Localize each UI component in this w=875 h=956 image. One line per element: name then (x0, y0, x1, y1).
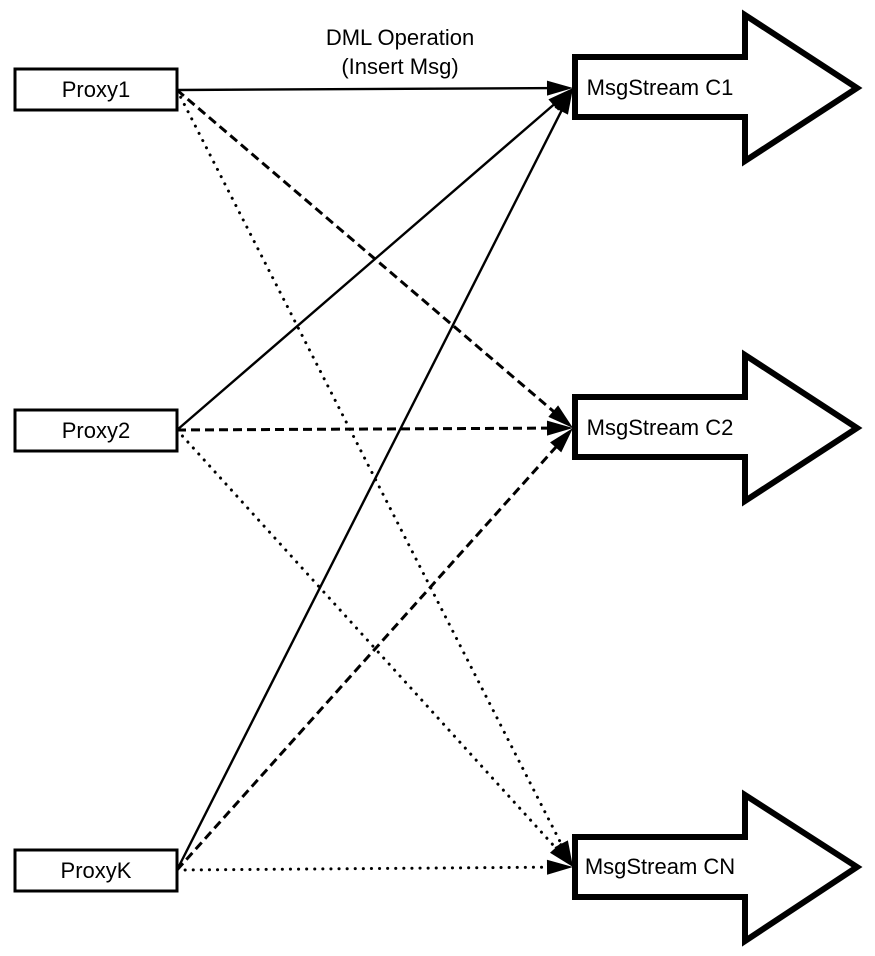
proxy-node-proxy1[interactable]: Proxy1 (13, 67, 179, 112)
annotation-line-2: (Insert Msg) (341, 54, 458, 79)
block-arrow-shape[interactable] (572, 349, 863, 507)
edge-proxy1-to-c2 (176, 88, 560, 417)
arrowhead-proxyk-to-c1 (554, 88, 573, 115)
msgstream-label: MsgStream C2 (587, 415, 734, 440)
msgstream-node-c1[interactable]: MsgStream C1 (572, 9, 863, 167)
edge-proxy1-to-c1 (176, 86, 555, 92)
edge-proxy1-to-cn (175, 88, 566, 852)
edge-proxyk-to-c1 (175, 104, 566, 871)
block-arrow-shape[interactable] (572, 9, 863, 167)
block-arrow-shape[interactable] (572, 789, 863, 947)
msgstream-label: MsgStream CN (585, 854, 735, 879)
msgstream-nodes-group: MsgStream C1 MsgStream C2 MsgStream CN (572, 9, 863, 947)
arrowhead-proxyk-to-cn (546, 859, 573, 875)
annotation-line-1: DML Operation (326, 25, 474, 50)
arrowhead-proxy2-to-c2 (546, 420, 573, 436)
edge-proxy2-to-c1 (176, 99, 560, 431)
msgstream-node-cn[interactable]: MsgStream CN (572, 789, 863, 947)
proxy-nodes-group: Proxy1 Proxy2 ProxyK (13, 67, 179, 893)
edge-proxyk-to-cn (175, 865, 556, 872)
edge-proxy2-to-c2 (176, 426, 555, 432)
proxy-box[interactable] (13, 848, 179, 893)
arrowhead-proxy2-to-cn (549, 842, 573, 867)
proxy-node-proxyk[interactable]: ProxyK (13, 848, 179, 893)
arrowhead-proxy2-to-c1 (548, 88, 573, 111)
arrowhead-proxyk-to-c2 (550, 428, 573, 453)
edges-layer (175, 86, 566, 872)
msgstream-label: MsgStream C1 (587, 75, 734, 100)
dml-operation-annotation: DML Operation (Insert Msg) (326, 25, 474, 79)
arrowhead-proxy1-to-c1 (546, 80, 573, 96)
proxy-label: ProxyK (61, 858, 132, 883)
proxy-label: Proxy1 (62, 77, 130, 102)
proxy-box[interactable] (13, 67, 179, 112)
msgstream-node-c2[interactable]: MsgStream C2 (572, 349, 863, 507)
arrowhead-proxy1-to-c2 (548, 405, 573, 428)
proxy-label: Proxy2 (62, 418, 130, 443)
edge-proxyk-to-c2 (175, 440, 562, 872)
proxy-node-proxy2[interactable]: Proxy2 (13, 408, 179, 453)
arrowheads-layer (546, 80, 573, 875)
proxy-box[interactable] (13, 408, 179, 453)
